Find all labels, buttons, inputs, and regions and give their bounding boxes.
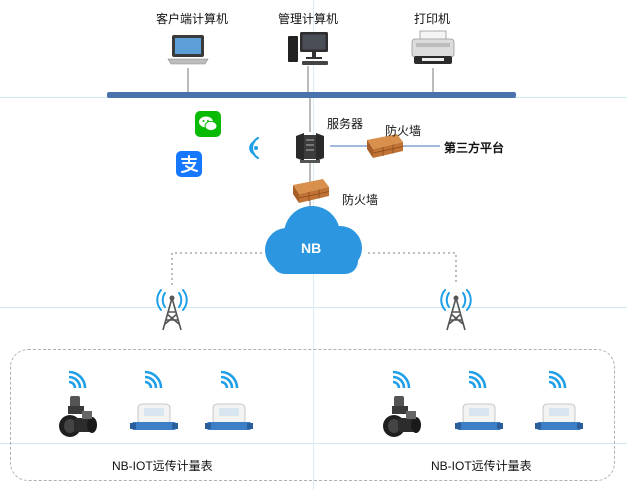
- wireless-icon: [548, 370, 567, 389]
- firewall-icon: [293, 179, 330, 203]
- meter-group-left-label: NB-IOT远传计量表: [112, 459, 213, 473]
- wireless-icon: [249, 136, 260, 160]
- water-meter-icon: [535, 403, 583, 430]
- third-party-label: 第三方平台: [444, 141, 505, 155]
- wireless-icon: [68, 370, 87, 389]
- wechat-icon: [195, 111, 221, 137]
- water-meter-icon: [455, 403, 503, 430]
- valve-meter-icon: [59, 396, 97, 437]
- printer-label: 打印机: [414, 12, 451, 26]
- server-icon: [296, 133, 324, 163]
- wireless-icon: [144, 370, 163, 389]
- meter-group-container: [10, 349, 615, 481]
- client-pc-label: 客户端计算机: [156, 12, 229, 26]
- cloud-icon: [265, 206, 362, 274]
- server-label: 服务器: [327, 117, 364, 131]
- cell-tower-icon: [440, 289, 472, 331]
- firewall-bottom-label: 防火墙: [342, 193, 379, 207]
- wireless-icon: [392, 370, 411, 389]
- cloud-label: NB: [301, 240, 322, 256]
- wireless-icon: [468, 370, 487, 389]
- firewall-right-label: 防火墙: [385, 124, 422, 138]
- valve-meter-icon: [383, 396, 421, 437]
- cell-tower-icon: [156, 289, 188, 331]
- printer-icon: [411, 30, 455, 64]
- laptop-icon: [167, 35, 209, 65]
- firewall-icon: [367, 134, 404, 158]
- water-meter-icon: [205, 403, 253, 430]
- wireless-icon: [220, 370, 239, 389]
- admin-pc-label: 管理计算机: [278, 12, 339, 26]
- meter-group-right-label: NB-IOT远传计量表: [431, 459, 532, 473]
- network-bus: [107, 92, 516, 98]
- alipay-icon: [176, 151, 202, 177]
- water-meter-icon: [130, 403, 178, 430]
- desktop-computer-icon: [288, 32, 328, 65]
